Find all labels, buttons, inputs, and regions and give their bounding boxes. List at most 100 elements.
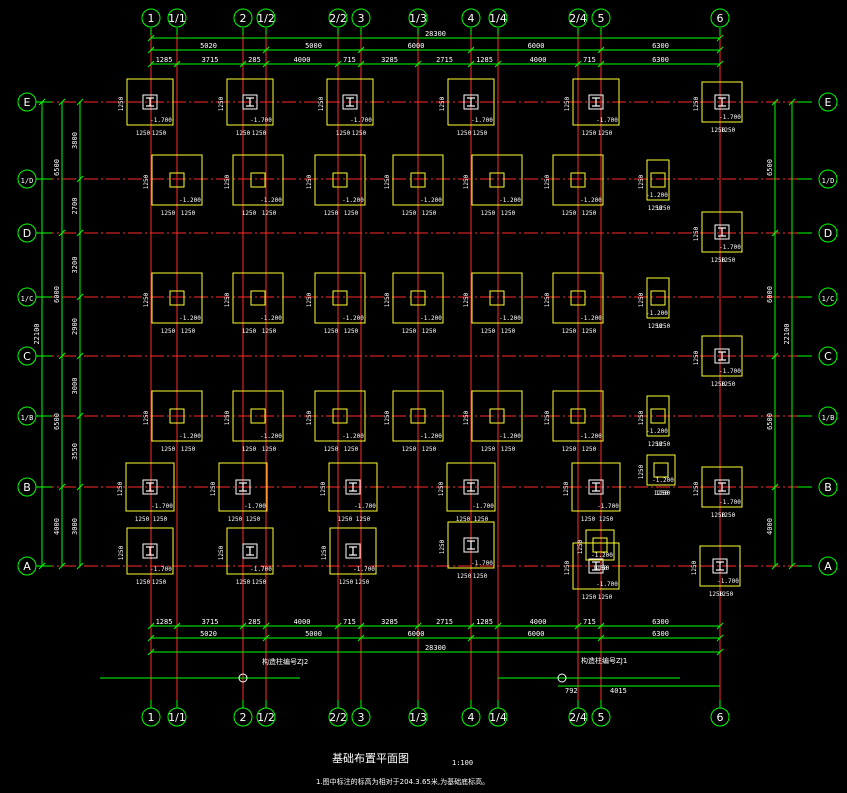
- footing-pad: [326, 78, 374, 126]
- column-steel: [142, 94, 158, 110]
- axis-label-left: 1/C: [21, 295, 34, 303]
- footing-dim-text: 1250: [356, 516, 371, 523]
- axis-label-left: A: [23, 560, 31, 573]
- footing-dim-text: 1250: [152, 579, 167, 586]
- footing-dim-text: 1250: [321, 545, 328, 560]
- footing-pad: [471, 390, 523, 442]
- axis-bubble-left: [17, 92, 37, 112]
- footing-dim-text: 1250: [501, 328, 516, 335]
- footing-dim-text: 1250: [638, 410, 645, 425]
- footing-pad: [701, 211, 743, 253]
- footing-dim-text: 1250: [463, 292, 470, 307]
- dim-top-fine-text: 6300: [652, 56, 669, 64]
- column-square: [332, 172, 348, 188]
- column-square: [169, 408, 185, 424]
- axis-label-right: C: [824, 350, 832, 363]
- footing-level-text: -1.700: [350, 117, 372, 124]
- column-steel: [242, 543, 258, 559]
- dim-bottom-fine-tick: [357, 622, 365, 630]
- footing-dim-text: 1250: [711, 257, 726, 264]
- footing-dim-text: 1250: [656, 205, 671, 212]
- axis-bubble-top: [141, 8, 161, 28]
- zj1-label: 构造柱编号ZJ1: [581, 656, 627, 665]
- dim-left-fine-text: 3000: [71, 518, 79, 535]
- dim-top-fine-tick: [334, 60, 342, 68]
- footing-level-text: -1.700: [150, 117, 172, 124]
- footing-dim-text: 1250: [262, 328, 277, 335]
- footing-dim-text: 1250: [599, 516, 614, 523]
- footing-pad: [701, 335, 743, 377]
- footing-pad: [646, 159, 670, 201]
- dim-bottom-fine-text: 715: [343, 618, 356, 626]
- footing-dim-text: 1250: [648, 205, 663, 212]
- dim-bottom-fine-tick: [494, 622, 502, 630]
- zj1-marker: [557, 673, 567, 683]
- footing-pad: [314, 390, 366, 442]
- footing-dim-text: 1250: [709, 591, 724, 598]
- footing-dim-text: 1250: [501, 446, 516, 453]
- column-square: [650, 172, 666, 188]
- footing-pad: [471, 154, 523, 206]
- dim-top-fine-tick: [414, 60, 422, 68]
- dim-bottom-fine-text: 1285: [156, 618, 173, 626]
- footing-dim-text: 1250: [564, 560, 571, 575]
- footing-dim-text: 1250: [306, 174, 313, 189]
- axis-label-top: 2/2: [329, 12, 347, 25]
- column-steel: [588, 558, 604, 574]
- footing-dim-text: 1250: [577, 539, 584, 554]
- footing-dim-text: 1250: [564, 96, 571, 111]
- footing-pad: [699, 545, 741, 587]
- footing-dim-text: 1250: [224, 410, 231, 425]
- footing-level-text: -1.200: [420, 433, 442, 440]
- footing-pad: [552, 272, 604, 324]
- footing-dim-text: 1250: [344, 446, 359, 453]
- axis-label-right: A: [824, 560, 832, 573]
- footing-level-text: -1.200: [646, 192, 668, 199]
- dim-bottom-fine-tick: [334, 622, 342, 630]
- footing-dim-text: 1250: [582, 446, 597, 453]
- axis-label-right: D: [824, 227, 832, 240]
- axis-bubble-left: [17, 406, 37, 426]
- dim-bottom-mid-tick: [147, 634, 155, 642]
- footing-dim-text: 1250: [648, 323, 663, 330]
- dim-left-mid-tick: [58, 483, 66, 491]
- footing-level-text: -1.700: [471, 560, 493, 567]
- footing-dim-text: 1250: [318, 96, 325, 111]
- axis-bubble-top: [461, 8, 481, 28]
- axis-bubble-bottom: [256, 707, 276, 727]
- footing-dim-text: 1250: [721, 257, 736, 264]
- column-square: [250, 408, 266, 424]
- dim-right-mid-tick: [771, 98, 779, 106]
- footing-dim-text: 1250: [224, 174, 231, 189]
- dim-bottom-fine-text: 715: [583, 618, 596, 626]
- footing-layer: [125, 78, 743, 590]
- axis-bubble-top: [351, 8, 371, 28]
- footing-dim-text: 1250: [654, 490, 669, 497]
- column-square: [650, 408, 666, 424]
- dim-bottom-fine-text: 1285: [476, 618, 493, 626]
- footing-level-text: -1.700: [596, 117, 618, 124]
- footing-dim-text: 1250: [306, 410, 313, 425]
- footing-dim-text: 1250: [136, 130, 151, 137]
- dim-left-mid-text: 6500: [53, 413, 61, 430]
- column-steel: [463, 479, 479, 495]
- footing-pad: [392, 154, 444, 206]
- footing-dim-text: 1250: [544, 410, 551, 425]
- footing-level-text: -1.700: [597, 503, 619, 510]
- axis-label-left: E: [24, 96, 31, 109]
- footing-level-text: -1.200: [591, 552, 613, 559]
- dim-bottom-total-tick: [716, 648, 724, 656]
- dim-left-mid-tick: [58, 352, 66, 360]
- footing-pad: [701, 81, 743, 123]
- axis-bubble-right: [818, 477, 838, 497]
- axis-bubble-top: [408, 8, 428, 28]
- footing-dim-text: 1250: [306, 292, 313, 307]
- dim-bottom-total-text: 28300: [425, 644, 446, 652]
- footing-dim-text: 1250: [143, 410, 150, 425]
- footing-level-text: -1.700: [719, 368, 741, 375]
- footing-dim-text: 1250: [118, 545, 125, 560]
- footing-dim-text: 1250: [693, 481, 700, 496]
- footing-dim-text: 1250: [638, 292, 645, 307]
- column-square: [592, 537, 608, 553]
- dim-top-fine-text: 1285: [476, 56, 493, 64]
